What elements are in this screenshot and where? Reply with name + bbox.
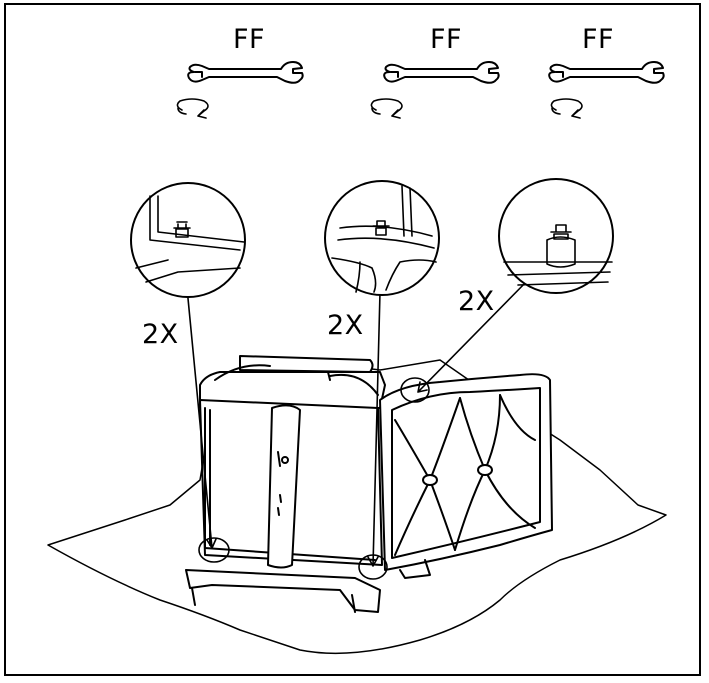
chair-illustration [185,355,553,613]
clockwise-rotation-icon [550,98,583,119]
bolt-location-circle [400,377,430,403]
wrench-icon [548,61,665,84]
quantity-label: 2X [142,319,179,350]
quantity-label: 2X [327,310,364,341]
tool-label: FF [582,24,615,55]
bolt-location-circle [198,537,230,563]
pointer-line [186,287,217,549]
quantity-label: 2X [458,286,495,317]
clockwise-rotation-icon [370,98,403,119]
clockwise-rotation-icon [176,98,209,119]
floor-sheet [47,359,667,655]
pointer-line [367,291,381,567]
detail-magnifier [498,178,614,294]
wrench-icon [187,61,304,84]
detail-magnifier [324,180,440,296]
diagram-border [4,3,701,676]
tool-label: FF [430,24,463,55]
wrench-icon [383,61,500,84]
pointer-line [417,277,531,393]
tool-label: FF [233,24,266,55]
detail-magnifier [130,182,246,298]
